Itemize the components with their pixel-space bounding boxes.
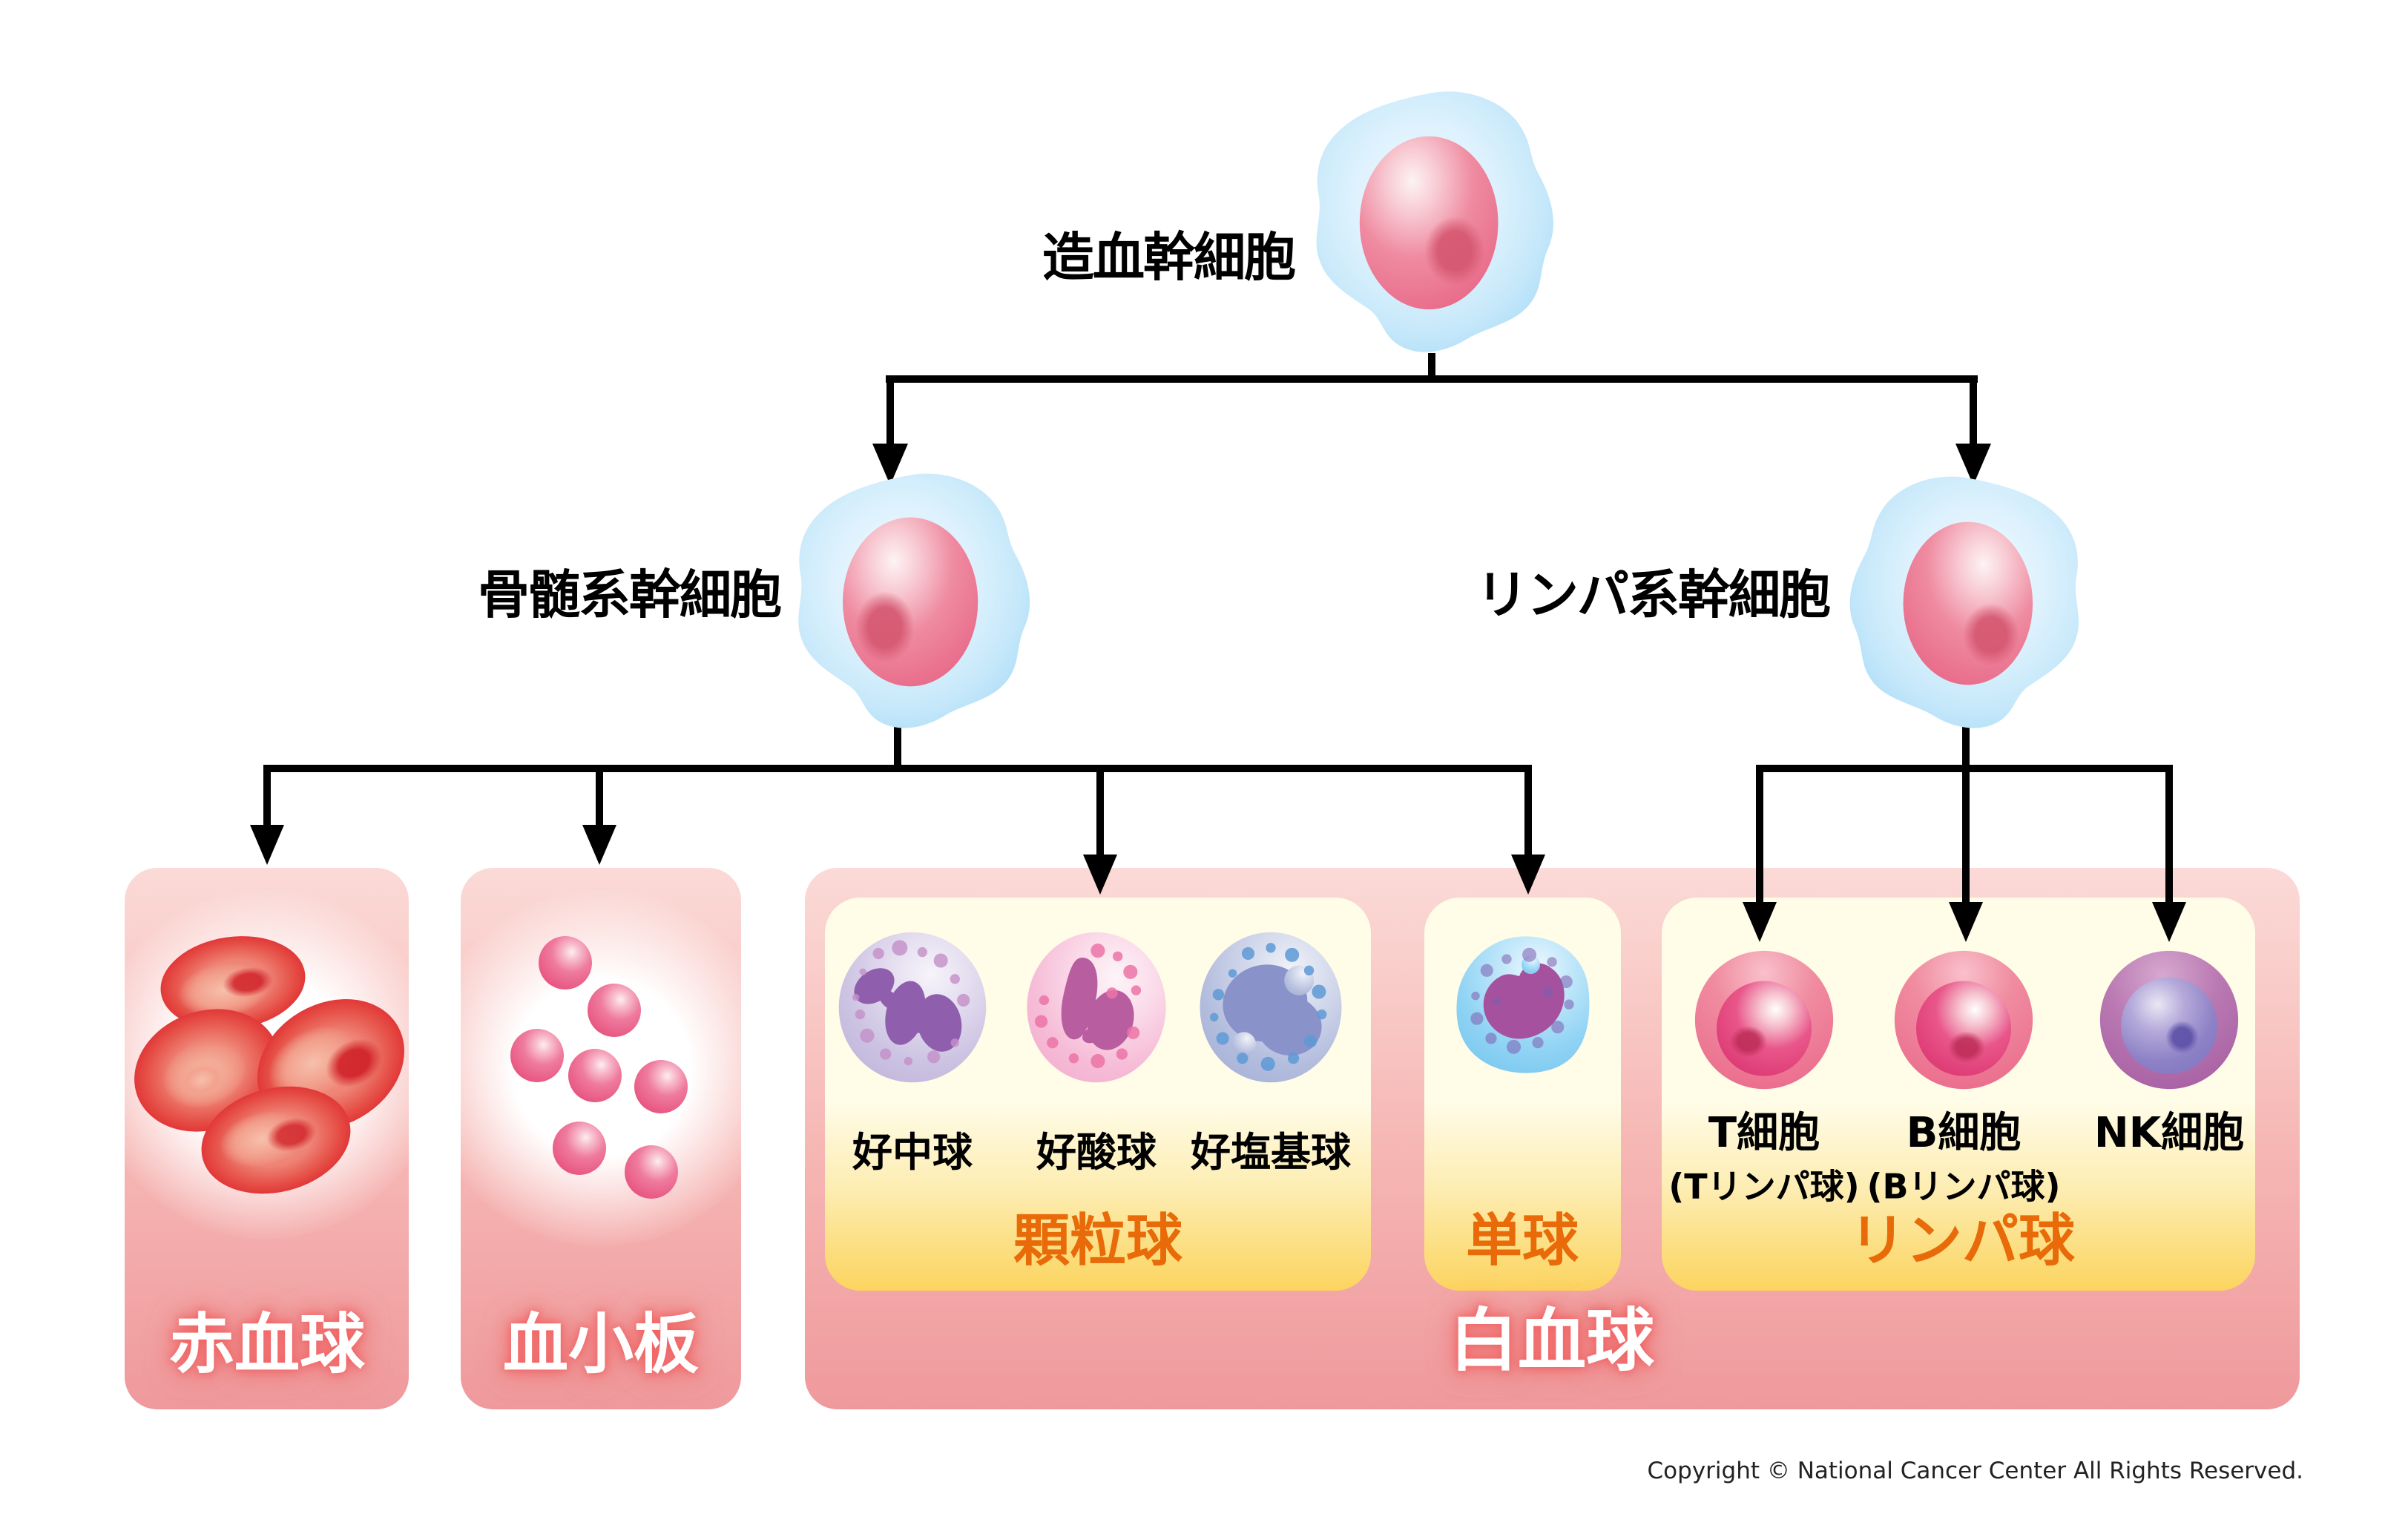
basophil-granules (1209, 943, 1327, 1071)
monocyte-label: 単球 (1466, 1207, 1579, 1274)
arrowheads-level2 (872, 444, 1991, 485)
nk-cell-label: NK細胞 (2093, 1108, 2245, 1157)
granulocyte-label: 顆粒球 (1013, 1207, 1182, 1274)
connector-myeloid-to-children (263, 720, 1532, 857)
neutrophil-granules (852, 940, 970, 1066)
t-cell-label: T細胞 (1708, 1108, 1820, 1157)
root-label: 造血幹細胞 (1042, 226, 1296, 288)
neutrophil-nucleus (854, 968, 962, 1052)
lymphocyte-label: リンパ球 (1849, 1207, 2075, 1274)
hsc-cell-illustration (1316, 91, 1553, 352)
platelets-illustration (510, 936, 688, 1199)
eosinophil-label: 好酸球 (1036, 1128, 1157, 1176)
rbc-label: 赤血球 (168, 1306, 366, 1383)
platelet-spheres (510, 936, 688, 1199)
lymphoid-cell-illustration (1849, 476, 2079, 728)
platelet-label: 血小板 (502, 1306, 700, 1383)
b-cell-alias: (Bリンパ球) (1866, 1166, 2061, 1207)
eosinophil-illustration (1027, 932, 1166, 1083)
copyright-notice: Copyright © National Cancer Center All R… (1647, 1458, 2303, 1484)
connector-root-to-level2 (886, 353, 1978, 447)
connector-lymphoid-to-children (1756, 720, 2173, 905)
monocyte-illustration (1456, 936, 1590, 1073)
lymphoid-label: リンパ系幹細胞 (1476, 564, 1831, 625)
b-cell-illustration (1894, 950, 2033, 1090)
wbc-label: 白血球 (1449, 1301, 1655, 1381)
arrowheads-lymphoid (1743, 902, 2186, 942)
eosinophil-granules (1034, 944, 1142, 1069)
platelet-box (424, 868, 780, 1409)
basophil-label: 好塩基球 (1191, 1128, 1351, 1176)
rbc-4 (201, 1086, 351, 1194)
myeloid-cell-illustration (798, 473, 1030, 728)
myeloid-label: 骨髄系幹細胞 (478, 564, 782, 625)
nk-cell-illustration (2099, 950, 2239, 1090)
t-cell-alias: (Tリンパ球) (1668, 1166, 1860, 1207)
eosinophil-nucleus (1061, 958, 1134, 1050)
rbc-1 (160, 936, 306, 1030)
red-blood-cells-illustration (134, 936, 404, 1194)
monocyte-granules (1470, 947, 1574, 1054)
b-cell-label: B細胞 (1906, 1108, 2022, 1157)
neutrophil-label: 好中球 (852, 1128, 973, 1176)
arrowheads-myeloid (250, 825, 1545, 895)
basophil-illustration (1200, 932, 1342, 1083)
neutrophil-illustration (838, 932, 987, 1083)
t-cell-illustration (1694, 950, 1834, 1090)
